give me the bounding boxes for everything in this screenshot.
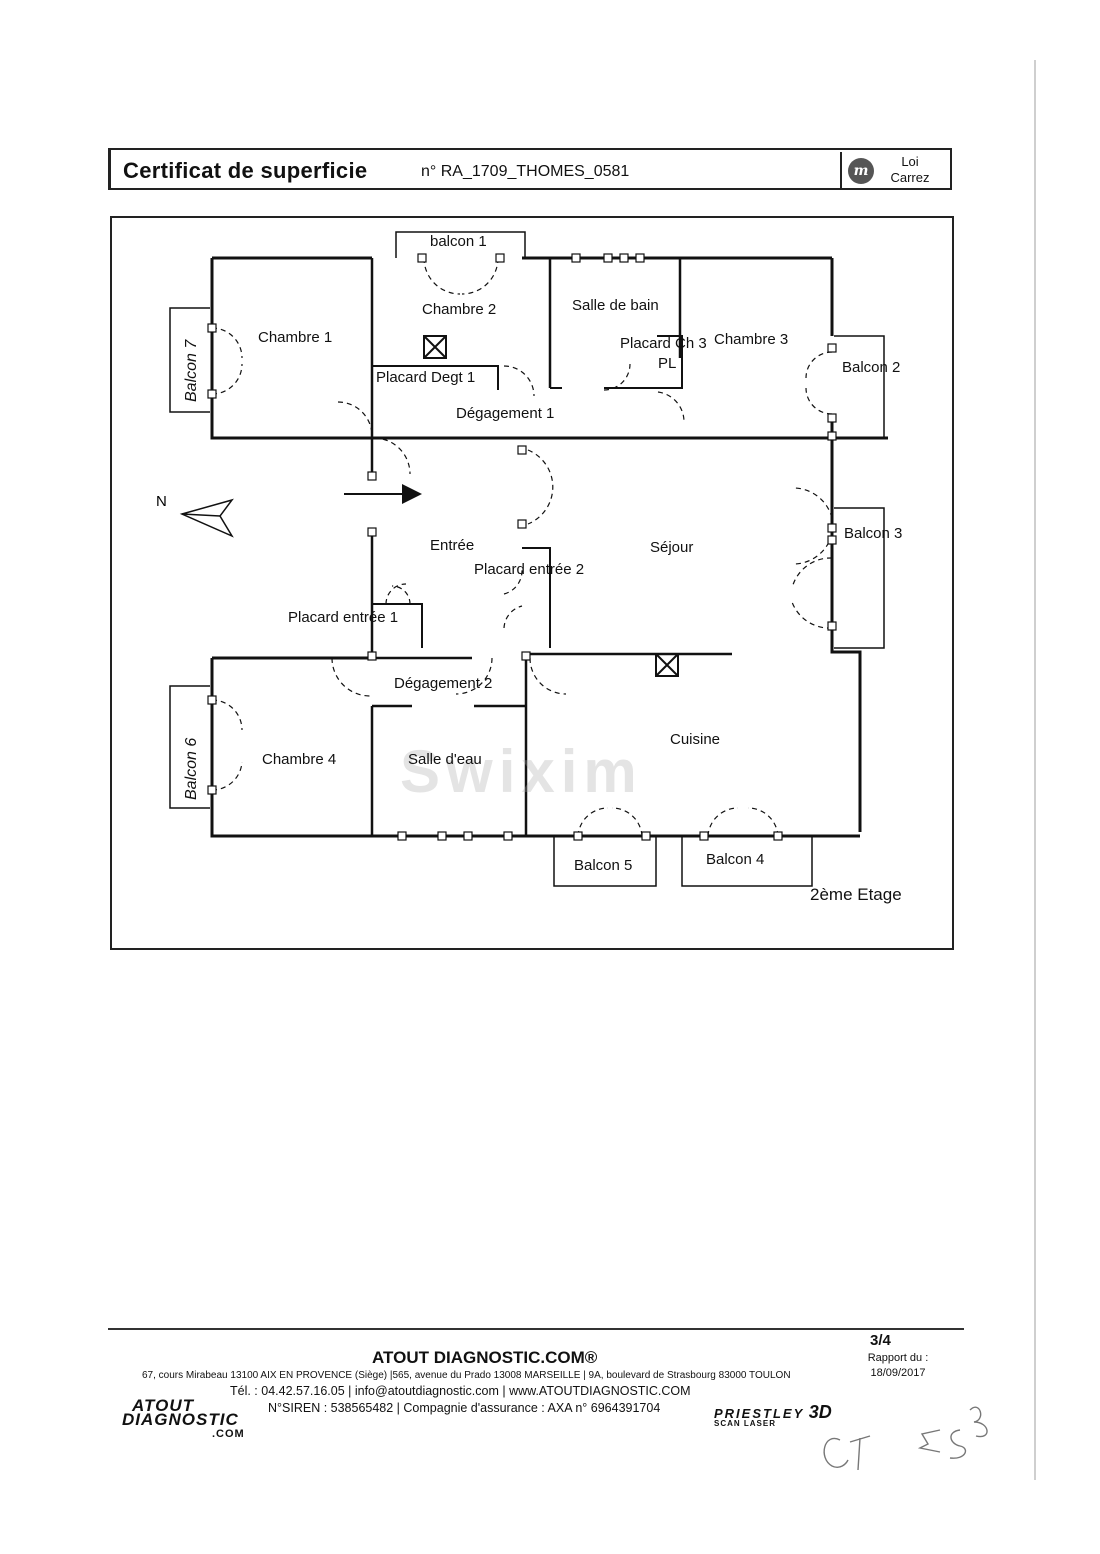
priestley-logo: PRIESTLEY 3D SCAN LASER — [714, 1402, 832, 1428]
room-cuisine: Cuisine — [670, 731, 720, 748]
handwritten-initials — [823, 1406, 988, 1471]
room-balcon-2: Balcon 2 — [842, 359, 900, 376]
room-balcon-7: Balcon 7 — [183, 339, 200, 402]
room-placard-degt1: Placard Degt 1 — [376, 369, 475, 386]
floor-plan-frame: N Swixim balcon 1 Chambre 1 Chambre 2 Sa… — [110, 216, 954, 950]
room-salle-de-bain: Salle de bain — [572, 297, 659, 314]
room-entree: Entrée — [430, 537, 474, 554]
room-placard-entree1: Placard entrée 1 — [288, 609, 398, 626]
company-siren: N°SIREN : 538565482 | Compagnie d'assura… — [268, 1401, 661, 1415]
company-contact: Tél. : 04.42.57.16.05 | info@atoutdiagno… — [230, 1384, 691, 1398]
window-markers — [207, 253, 837, 841]
page-number: 3/4 — [870, 1332, 891, 1349]
badge-line-1: Loi — [901, 154, 919, 169]
room-pl: PL — [658, 355, 676, 372]
room-chambre-2: Chambre 2 — [422, 301, 496, 318]
logo-line-3: .COM — [212, 1428, 245, 1440]
certificate-header: Certificat de superficie n° RA_1709_THOM… — [108, 148, 952, 190]
north-arrow-icon — [179, 498, 234, 538]
certificate-title: Certificat de superficie — [123, 158, 368, 183]
room-balcon-4: Balcon 4 — [706, 851, 764, 868]
initials-ct-c — [823, 1437, 849, 1469]
initials-ct-t — [849, 1435, 871, 1471]
entrance-arrow-icon — [344, 484, 422, 504]
room-chambre-3: Chambre 3 — [714, 331, 788, 348]
floor-label: 2ème Etage — [810, 885, 902, 904]
room-degagement-1: Dégagement 1 — [456, 405, 554, 422]
report-label: Rapport du : — [867, 1352, 929, 1364]
page-edge-shadow — [1034, 60, 1036, 1480]
room-salle-deau: Salle d'eau — [408, 751, 482, 768]
loi-carrez-badge: m Loi Carrez — [840, 152, 942, 188]
m-logo-icon: m — [848, 158, 874, 184]
walls — [169, 231, 888, 887]
initials-es-e — [917, 1429, 941, 1453]
room-placard-entree2: Placard entrée 2 — [474, 561, 584, 578]
room-balcon-5: Balcon 5 — [574, 857, 632, 874]
north-label: N — [156, 493, 167, 510]
room-degagement-2: Dégagement 2 — [394, 675, 492, 692]
room-chambre-4: Chambre 4 — [262, 751, 336, 768]
company-address: 67, cours Mirabeau 13100 AIX EN PROVENCE… — [142, 1370, 791, 1381]
badge-line-2: Carrez — [890, 170, 930, 185]
report-date: 18/09/2017 — [870, 1367, 926, 1379]
floor-plan: N Swixim balcon 1 Chambre 1 Chambre 2 Sa… — [156, 231, 902, 904]
room-balcon-1: balcon 1 — [430, 233, 487, 250]
logo-line-2: DIAGNOSTIC — [122, 1410, 239, 1429]
room-chambre-1: Chambre 1 — [258, 329, 332, 346]
certificate-number: n° RA_1709_THOMES_0581 — [421, 163, 630, 180]
room-balcon-6: Balcon 6 — [183, 738, 200, 800]
watermark: Swixim — [400, 738, 643, 805]
initials-es-s — [949, 1429, 967, 1459]
logo-line-1: ATOUT — [132, 1396, 194, 1415]
room-sejour: Séjour — [650, 539, 693, 556]
partner-3d: 3D — [808, 1402, 832, 1422]
company-name: ATOUT DIAGNOSTIC.COM® — [372, 1348, 598, 1367]
initials-es-b — [969, 1406, 988, 1438]
partner-name: PRIESTLEY — [714, 1406, 805, 1421]
room-balcon-3: Balcon 3 — [844, 525, 902, 542]
footer-rule — [108, 1328, 964, 1330]
partner-subtitle: SCAN LASER — [714, 1419, 777, 1428]
room-placard-ch3: Placard Ch 3 — [620, 335, 707, 352]
duct-markers — [423, 335, 679, 677]
atout-diagnostic-logo: ATOUT DIAGNOSTIC .COM — [122, 1396, 262, 1440]
